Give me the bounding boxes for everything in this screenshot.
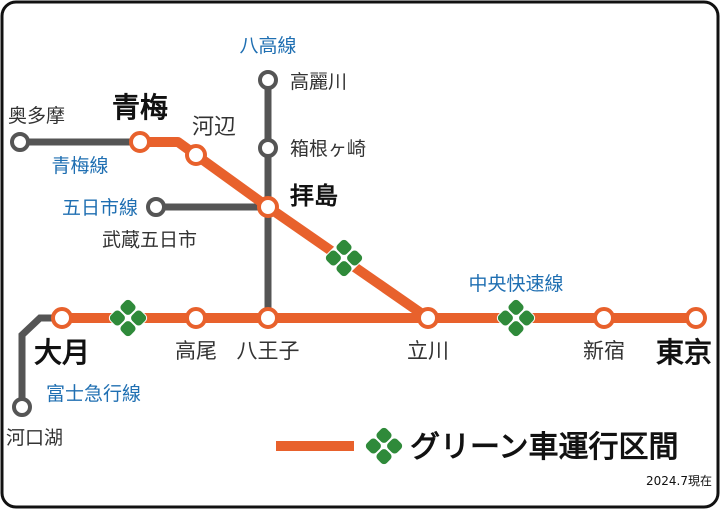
station-label-kawaguchiko: 河口湖 [6, 427, 63, 449]
line-labels: 八高線 青梅線 五日市線 中央快速線 富士急行線 [46, 35, 564, 405]
station-label-musashi-itsukaichi: 武蔵五日市 [102, 229, 197, 251]
station-markers [10, 70, 707, 417]
station-marker-hakonegasaki[interactable] [258, 138, 278, 158]
station-labels: 奥多摩 青梅 河辺 高麗川 箱根ヶ崎 拝島 武蔵五日市 大月 高尾 八王子 立川… [6, 71, 712, 449]
as-of-note: 2024.7現在 [646, 474, 712, 488]
clover-icons [108, 238, 536, 338]
station-marker-kawaguchiko[interactable] [12, 397, 32, 417]
station-label-haijima: 拝島 [290, 182, 338, 210]
legend-label: グリーン車運行区間 [410, 430, 679, 465]
station-label-okutama: 奥多摩 [8, 105, 65, 127]
station-label-takao: 高尾 [175, 339, 217, 363]
station-marker-musashi-itsukaichi[interactable] [146, 197, 166, 217]
station-label-hakonegasaki: 箱根ヶ崎 [290, 138, 366, 160]
station-label-otsuki: 大月 [34, 336, 90, 369]
station-marker-tachikawa[interactable] [417, 307, 439, 329]
station-marker-haijima[interactable] [257, 196, 279, 218]
station-marker-komagawa[interactable] [258, 70, 278, 90]
station-label-tachikawa: 立川 [407, 339, 449, 363]
clover-green-car-icon [324, 238, 364, 278]
station-label-kabe: 河辺 [192, 115, 236, 140]
line-label-ome: 青梅線 [51, 155, 108, 177]
station-label-ome: 青梅 [112, 91, 168, 124]
station-marker-otsuki[interactable] [51, 307, 73, 329]
station-marker-kabe[interactable] [185, 144, 207, 166]
station-marker-ome[interactable] [129, 131, 151, 153]
station-label-shinjuku: 新宿 [583, 339, 625, 363]
station-marker-takao[interactable] [185, 307, 207, 329]
line-label-itsukaichi: 五日市線 [62, 197, 138, 219]
station-label-tokyo: 東京 [656, 336, 712, 369]
station-marker-shinjuku[interactable] [593, 307, 615, 329]
clover-green-car-icon [108, 298, 148, 338]
clover-green-car-icon [364, 426, 404, 466]
line-label-chuo-rapid: 中央快速線 [468, 273, 563, 295]
legend: グリーン車運行区間 2024.7現在 [276, 426, 712, 488]
clover-green-car-icon [496, 298, 536, 338]
station-label-komagawa: 高麗川 [290, 71, 347, 93]
line-label-hachiko: 八高線 [239, 35, 296, 57]
station-marker-tokyo[interactable] [685, 307, 707, 329]
line-label-fujikyu: 富士急行線 [46, 383, 141, 405]
station-label-hachioji: 八王子 [237, 339, 300, 363]
station-marker-hachioji[interactable] [257, 307, 279, 329]
station-marker-okutama[interactable] [10, 132, 30, 152]
